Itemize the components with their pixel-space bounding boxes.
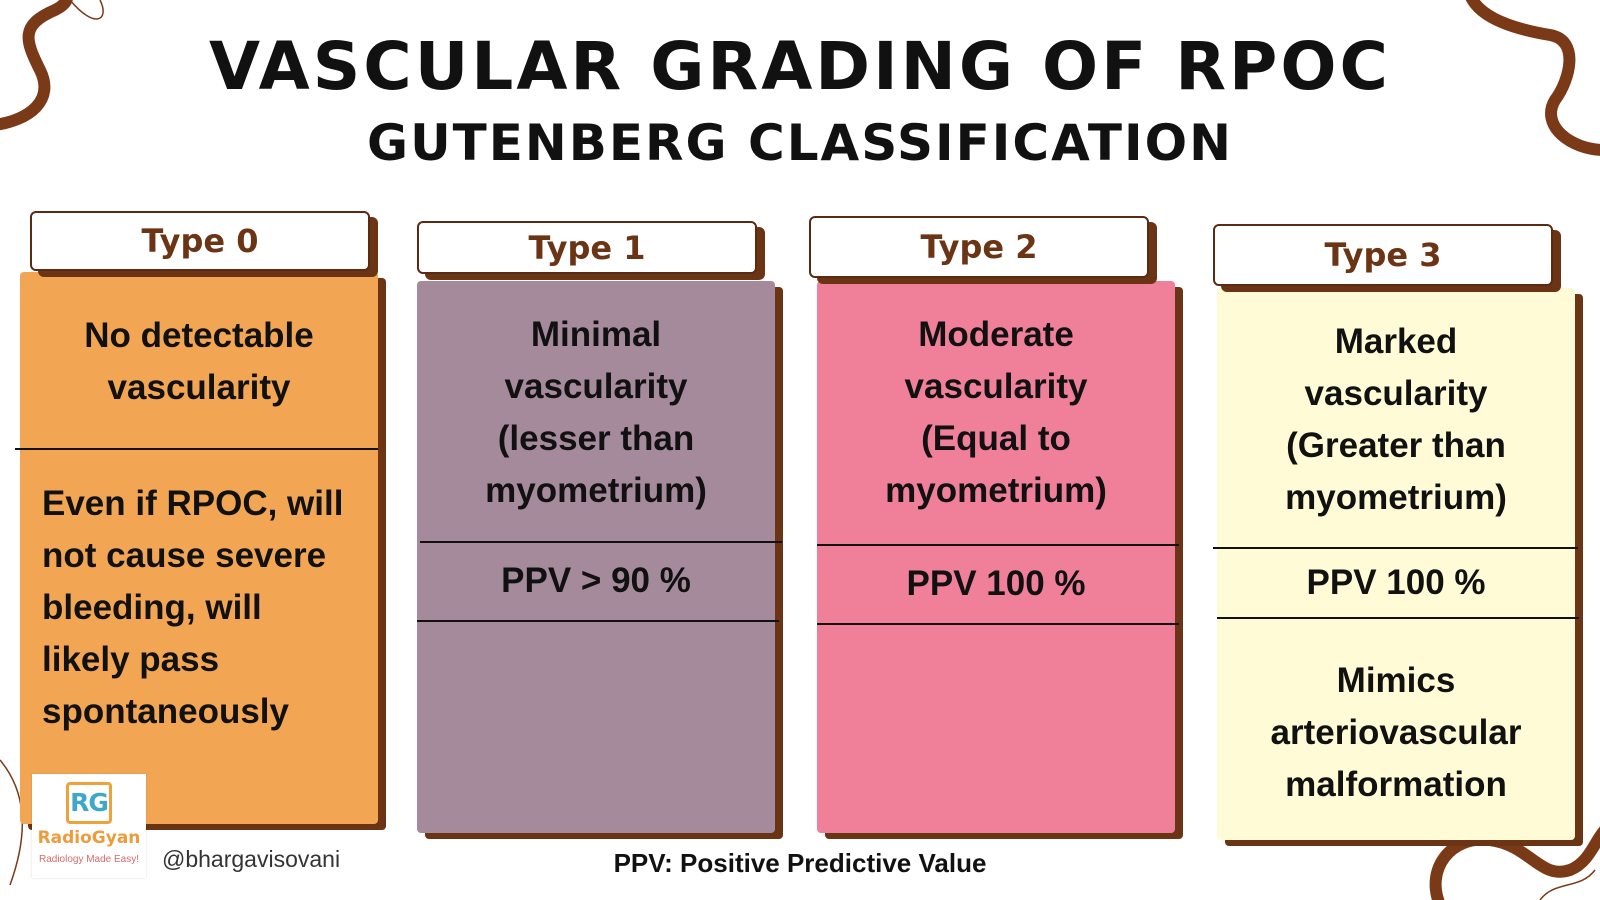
type-0-header: Type 0	[30, 211, 370, 271]
logo-tagline: Radiology Made Easy!	[38, 854, 140, 865]
type-3-divider-2	[1217, 617, 1579, 619]
type-1-ppv: PPV > 90 %	[501, 561, 691, 600]
type-3-header: Type 3	[1213, 224, 1553, 286]
type-1-divider-2	[417, 620, 779, 622]
type-1-divider-1	[420, 541, 782, 543]
logo-name: RadioGyan	[37, 828, 141, 848]
author-handle: @bhargavisovani	[162, 846, 341, 872]
logo-mark-icon: RG	[66, 782, 112, 824]
type-1-empty	[417, 623, 775, 823]
type-3-description: Marked vascularity (Greater than myometr…	[1285, 322, 1507, 517]
type-3-note: Mimics arteriovascular malformation	[1270, 661, 1522, 804]
type-1-card: Minimal vascularity (lesser than myometr…	[417, 281, 775, 833]
type-0-divider	[15, 448, 378, 450]
type-3-ppv: PPV 100 %	[1306, 563, 1486, 602]
type-3-divider-1	[1213, 547, 1578, 549]
type-1-description: Minimal vascularity (lesser than myometr…	[485, 315, 707, 510]
type-2-divider-2	[817, 623, 1179, 625]
radiogyan-logo: RG RadioGyan Radiology Made Easy!	[32, 774, 146, 878]
type-3-card: Marked vascularity (Greater than myometr…	[1217, 288, 1575, 840]
type-2-ppv: PPV 100 %	[906, 564, 1086, 603]
type-2-divider-1	[817, 544, 1179, 546]
page-title: VASCULAR GRADING OF RPOC	[209, 28, 1391, 105]
type-0-card: No detectable vascularity Even if RPOC, …	[20, 272, 378, 824]
type-0-description: No detectable vascularity	[84, 316, 314, 407]
type-2-empty	[817, 627, 1175, 827]
type-2-description: Moderate vascularity (Equal to myometriu…	[885, 315, 1107, 510]
type-2-header: Type 2	[809, 216, 1149, 278]
type-0-note: Even if RPOC, will not cause severe blee…	[42, 484, 344, 731]
type-1-header: Type 1	[417, 221, 757, 274]
footnote: PPV: Positive Predictive Value	[613, 848, 987, 878]
page-subtitle: GUTENBERG CLASSIFICATION	[367, 114, 1233, 172]
type-2-card: Moderate vascularity (Equal to myometriu…	[817, 281, 1175, 833]
